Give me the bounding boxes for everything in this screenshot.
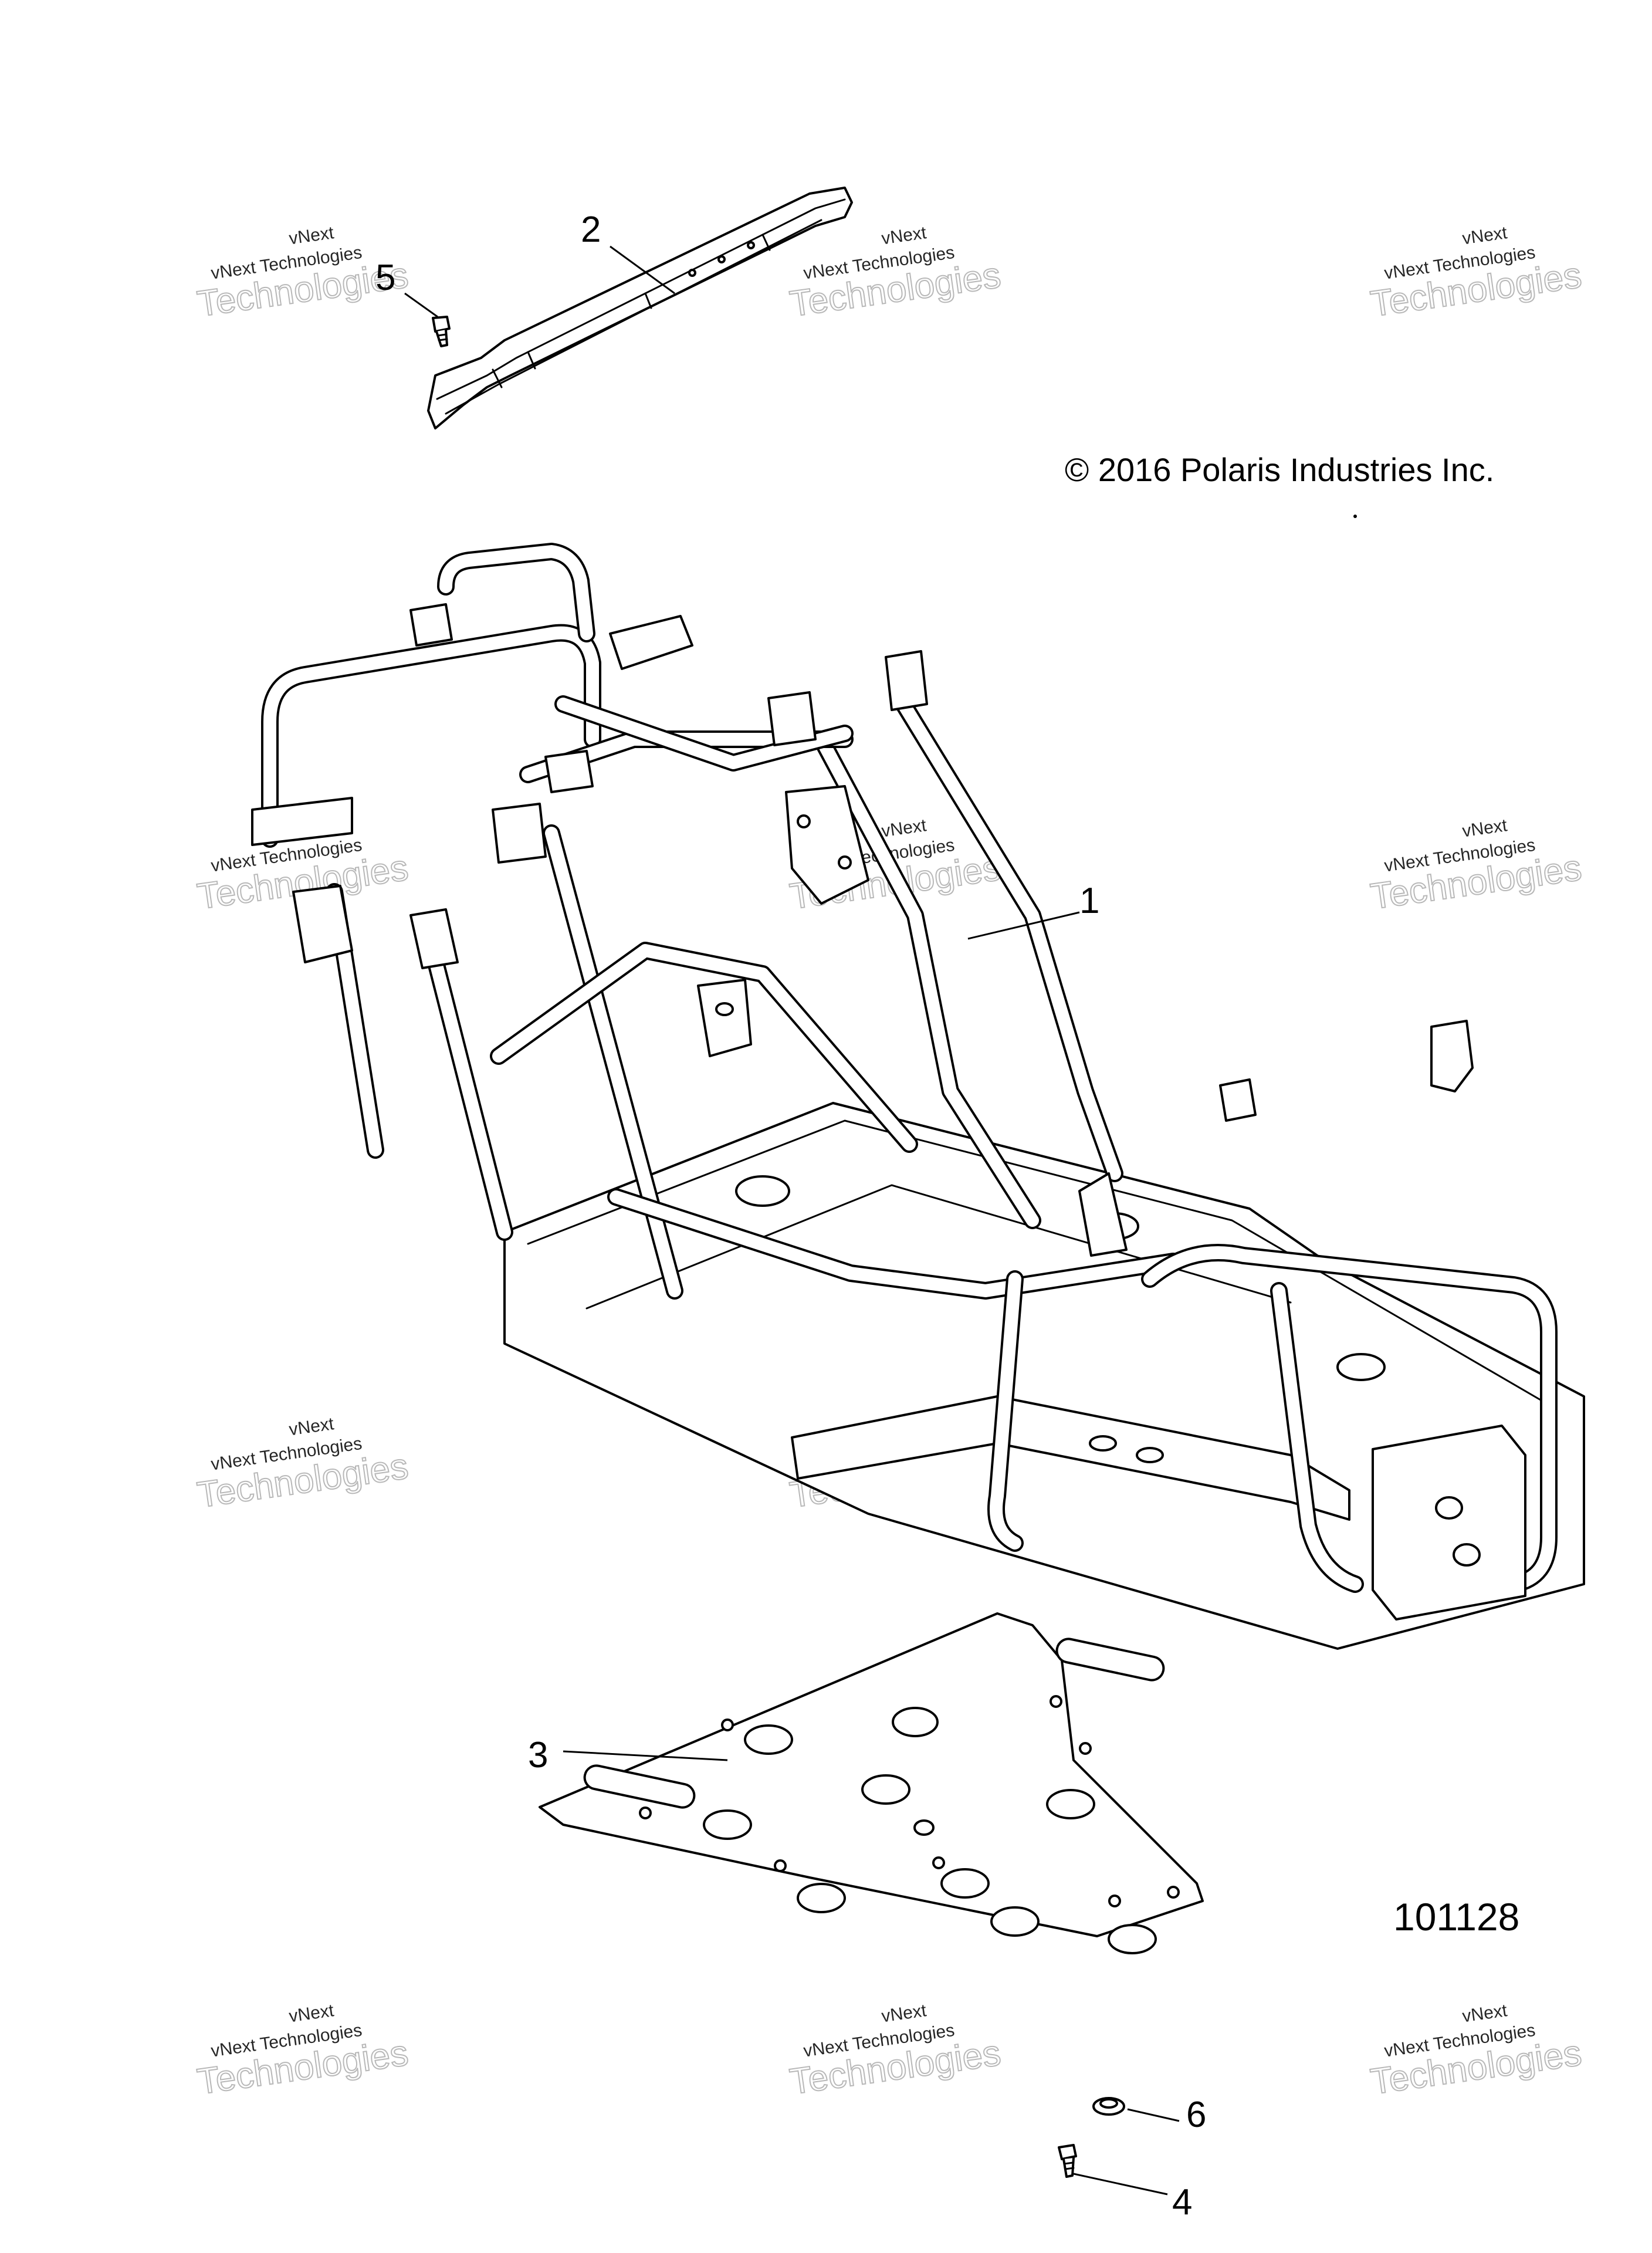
callout-3: 3 (528, 1735, 548, 1775)
part-5-bolt (432, 316, 451, 347)
part-1-main-frame (251, 543, 1585, 1650)
watermark-vnext: vNext (288, 2001, 336, 2026)
watermark-vnext: vNext (1461, 2001, 1509, 2026)
watermark-vnext: vNext (288, 223, 336, 248)
part-2-frame-rail (427, 187, 853, 429)
dot-mark (1353, 515, 1357, 518)
callout-6: 6 (1186, 2095, 1206, 2135)
part-6-nut (1092, 2097, 1125, 2116)
watermark-vnext: vNext (881, 2001, 928, 2026)
callout-5: 5 (375, 258, 395, 298)
leader-lines (404, 245, 1180, 2196)
watermark-vnext: vNext (288, 1414, 336, 1439)
copyright-notice: © 2016 Polaris Industries Inc. (1065, 451, 1494, 488)
part-3-skid-plate (539, 1612, 1204, 1954)
part-4-screw (1058, 2144, 1077, 2178)
callout-4: 4 (1172, 2182, 1192, 2222)
watermark-vnext: vNext (1461, 816, 1509, 841)
watermark-vnext: vNext (1461, 223, 1509, 248)
figure-number: 101128 (1393, 1895, 1519, 1939)
watermark-vnext: vNext (881, 816, 928, 841)
callout-1: 1 (1079, 881, 1099, 921)
callout-2: 2 (581, 209, 601, 250)
watermark-vnext: vNext (881, 223, 928, 248)
